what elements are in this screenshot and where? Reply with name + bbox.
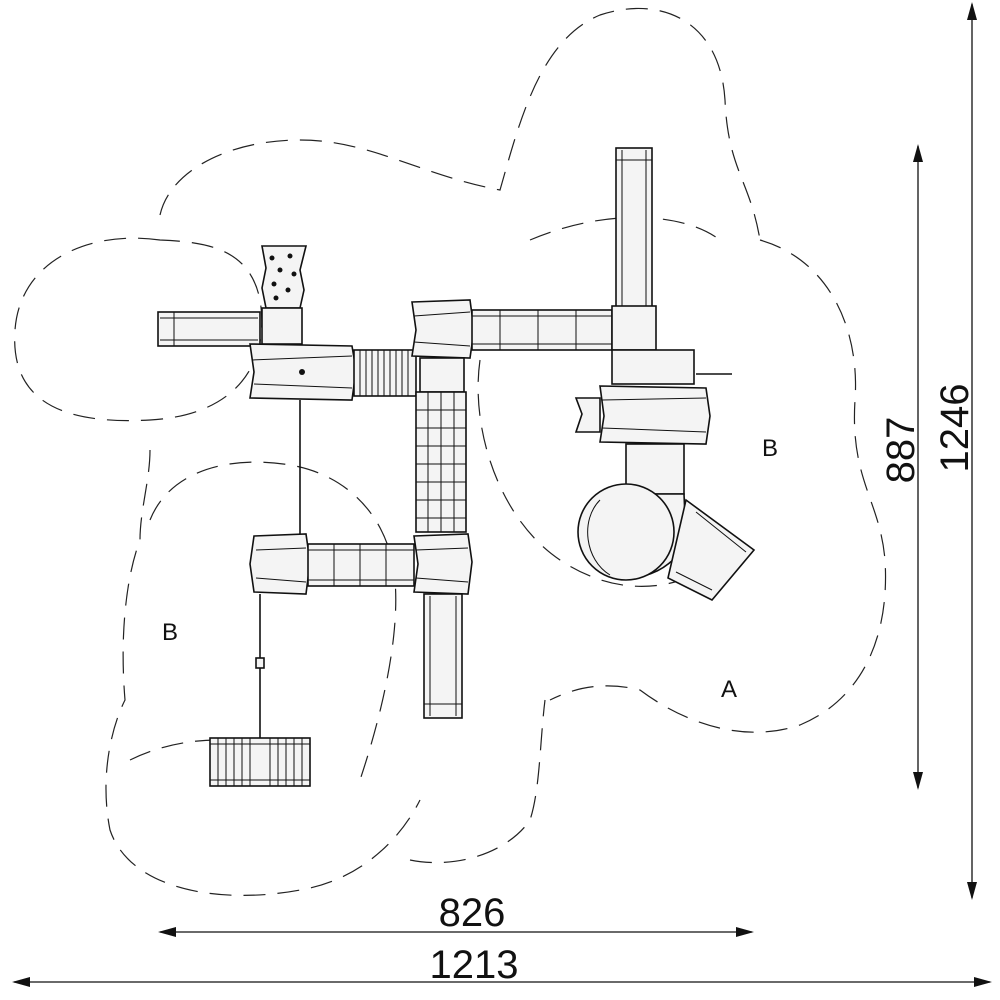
- safety-zone-center-lobe: [477, 359, 721, 587]
- dimension-label-1213: 1213: [430, 943, 519, 987]
- tube-slide: [577, 443, 756, 601]
- lower-bridge: [307, 543, 415, 587]
- bottom-seats: [209, 737, 311, 787]
- zone-label-b-left: B: [162, 619, 178, 646]
- top-straight-slide: [615, 147, 653, 309]
- dimension-inner-width: 826: [158, 891, 754, 937]
- dimension-outer-width: 1213: [12, 943, 992, 987]
- safety-zone-lower-left-lobe: [105, 449, 421, 896]
- zone-label-a: A: [721, 676, 737, 703]
- top-bridge: [471, 309, 613, 351]
- tower-right: [574, 305, 732, 445]
- crawl-tunnel: [353, 349, 417, 397]
- tower-middle-top: [411, 299, 475, 393]
- dimension-label-1246: 1246: [933, 384, 977, 473]
- safety-zone-left-lobe: [14, 237, 263, 422]
- rope-connector: [255, 657, 265, 669]
- safety-zone-bottom-lobe: [409, 699, 546, 864]
- climbing-wall: [261, 245, 308, 309]
- safety-zone-right-lobe: [549, 239, 887, 733]
- tower-left-top: [249, 307, 357, 401]
- bottom-straight-slide: [423, 593, 463, 719]
- safety-zone-top-lobe: [159, 7, 761, 241]
- dimension-label-826: 826: [439, 891, 506, 935]
- dimension-label-887: 887: [879, 417, 923, 484]
- safety-zone-lower-inner-lobe: [149, 461, 397, 781]
- tower-middle-bottom: [413, 533, 473, 595]
- tower-left-bottom: [249, 533, 311, 595]
- zone-label-b-right: B: [762, 435, 778, 462]
- dimension-outer-height: 1246: [933, 2, 977, 900]
- climbing-net: [415, 391, 467, 533]
- dimension-inner-height: 887: [879, 144, 923, 790]
- left-straight-slide: [157, 311, 261, 347]
